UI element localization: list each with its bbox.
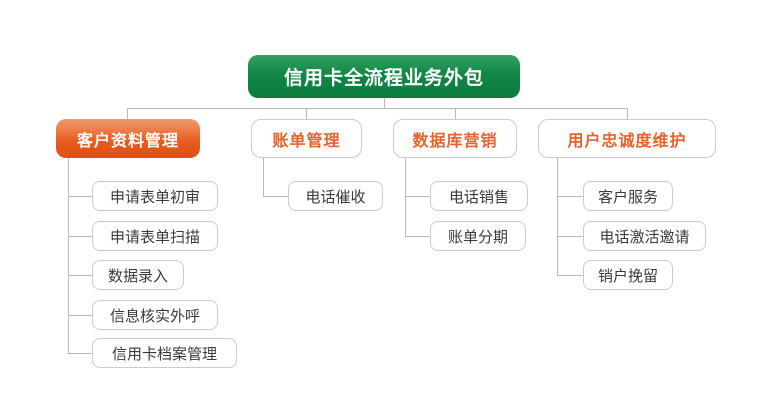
leaf-account-closure-retention: 销户挽留 bbox=[583, 260, 673, 290]
connector-line bbox=[557, 196, 583, 197]
connector-line bbox=[68, 196, 92, 197]
connector-line bbox=[68, 158, 69, 353]
connector-line bbox=[627, 108, 628, 119]
connector-line bbox=[68, 315, 92, 316]
connector-line bbox=[68, 236, 92, 237]
leaf-phone-collection: 电话催收 bbox=[288, 181, 383, 211]
leaf-credit-card-file-management: 信用卡档案管理 bbox=[92, 338, 237, 368]
connector-line bbox=[405, 158, 406, 236]
connector-line bbox=[405, 236, 430, 237]
connector-line bbox=[127, 108, 627, 109]
leaf-bill-installment: 账单分期 bbox=[430, 221, 526, 251]
connector-line bbox=[405, 196, 430, 197]
branch-header-bill-management: 账单管理 bbox=[251, 119, 362, 158]
connector-line bbox=[557, 236, 583, 237]
leaf-telesales: 电话销售 bbox=[430, 181, 528, 211]
branch-header-user-loyalty: 用户忠诚度维护 bbox=[538, 119, 716, 158]
leaf-customer-service: 客户服务 bbox=[583, 181, 673, 211]
connector-line bbox=[557, 275, 583, 276]
connector-line bbox=[263, 158, 264, 196]
connector-line bbox=[384, 98, 385, 108]
leaf-phone-activation-invitation: 电话激活邀请 bbox=[583, 221, 706, 251]
connector-line bbox=[68, 275, 92, 276]
leaf-info-verification-outbound-call: 信息核实外呼 bbox=[92, 300, 218, 330]
connector-line bbox=[68, 353, 92, 354]
leaf-data-entry: 数据录入 bbox=[92, 260, 184, 290]
branch-header-database-marketing: 数据库营销 bbox=[393, 119, 517, 158]
root-node: 信用卡全流程业务外包 bbox=[248, 55, 520, 98]
branch-header-customer-data-management: 客户资料管理 bbox=[56, 119, 200, 158]
connector-line bbox=[455, 108, 456, 119]
leaf-application-form-initial-review: 申请表单初审 bbox=[92, 181, 218, 211]
connector-line bbox=[306, 108, 307, 119]
connector-line bbox=[263, 196, 288, 197]
leaf-application-form-scanning: 申请表单扫描 bbox=[92, 221, 218, 251]
connector-line bbox=[127, 108, 128, 119]
connector-line bbox=[557, 158, 558, 275]
